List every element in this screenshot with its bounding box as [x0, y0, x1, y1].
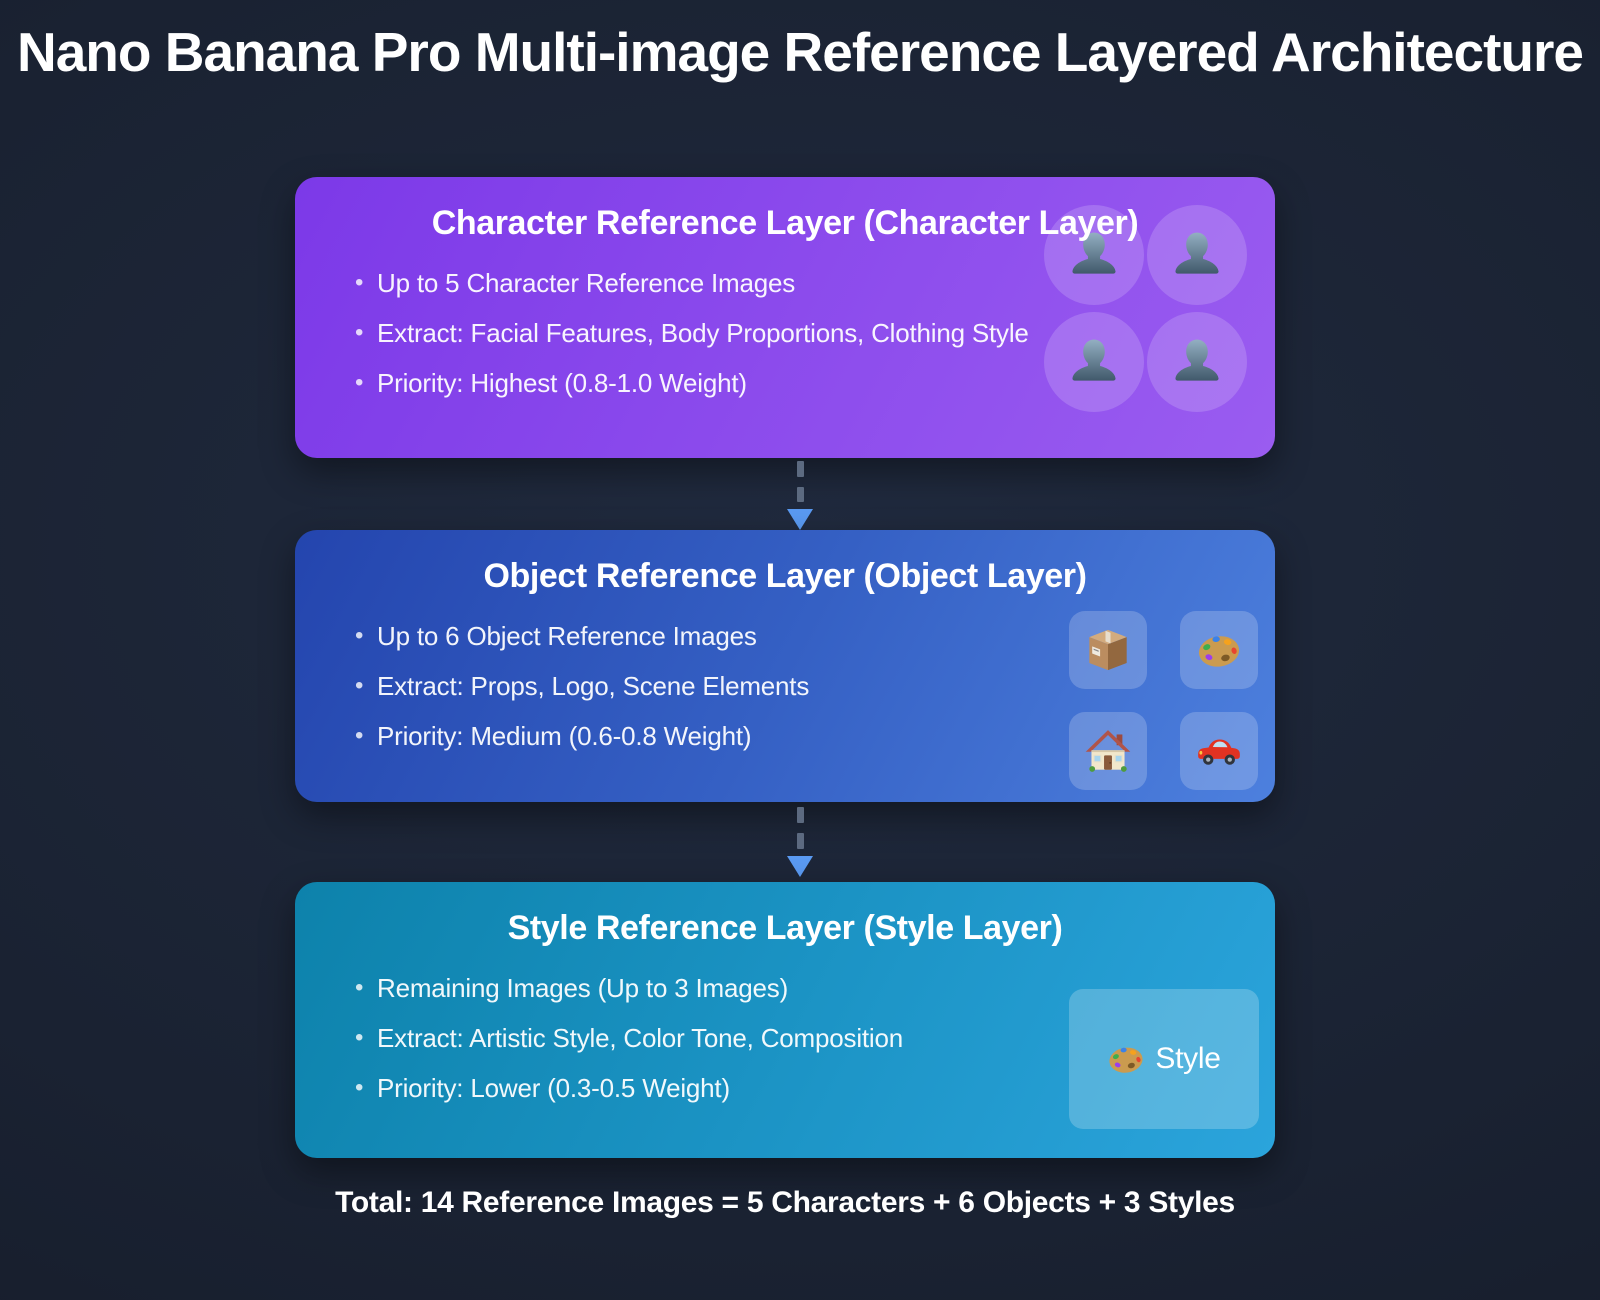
bullet-item: Extract: Props, Logo, Scene Elements — [355, 671, 1235, 701]
bullet-item: Remaining Images (Up to 3 Images) — [355, 973, 1235, 1003]
character-layer-card: Character Reference Layer (Character Lay… — [295, 177, 1275, 458]
connector-dash — [796, 833, 804, 849]
bullet-item: Priority: Lower (0.3-0.5 Weight) — [355, 1073, 1235, 1103]
bullet-item: Extract: Artistic Style, Color Tone, Com… — [355, 1023, 1235, 1053]
connector-dash — [796, 486, 804, 502]
bullet-item: Extract: Facial Features, Body Proportio… — [355, 318, 1235, 348]
arrow-down-icon — [787, 509, 813, 530]
total-summary: Total: 14 Reference Images = 5 Character… — [335, 1186, 1235, 1219]
bullet-item: Priority: Medium (0.6-0.8 Weight) — [355, 721, 1235, 751]
bullet-item: Up to 5 Character Reference Images — [355, 268, 1235, 298]
character-bullet-list: Up to 5 Character Reference Images Extra… — [335, 268, 1235, 398]
arrow-down-icon — [787, 856, 813, 877]
style-tile: Style — [1069, 989, 1259, 1129]
page-title: Nano Banana Pro Multi-image Reference La… — [17, 21, 1584, 83]
connector-character-to-object — [310, 458, 1290, 530]
connector-dash — [796, 807, 804, 823]
bullet-item: Up to 6 Object Reference Images — [355, 621, 1235, 651]
layer-stack: Character Reference Layer (Character Lay… — [295, 177, 1275, 1158]
style-layer-card: Style Reference Layer (Style Layer) Rema… — [295, 882, 1275, 1158]
connector-dash — [796, 461, 804, 477]
object-layer-card: Object Reference Layer (Object Layer) Up… — [295, 530, 1275, 802]
character-layer-title: Character Reference Layer (Character Lay… — [431, 204, 1139, 242]
connector-object-to-style — [310, 802, 1290, 882]
bullet-item: Priority: Highest (0.8-1.0 Weight) — [355, 368, 1235, 398]
object-layer-title: Object Reference Layer (Object Layer) — [483, 557, 1087, 595]
style-layer-title: Style Reference Layer (Style Layer) — [507, 909, 1063, 947]
style-bullet-list: Remaining Images (Up to 3 Images) Extrac… — [335, 973, 1235, 1103]
object-bullet-list: Up to 6 Object Reference Images Extract:… — [335, 621, 1235, 751]
